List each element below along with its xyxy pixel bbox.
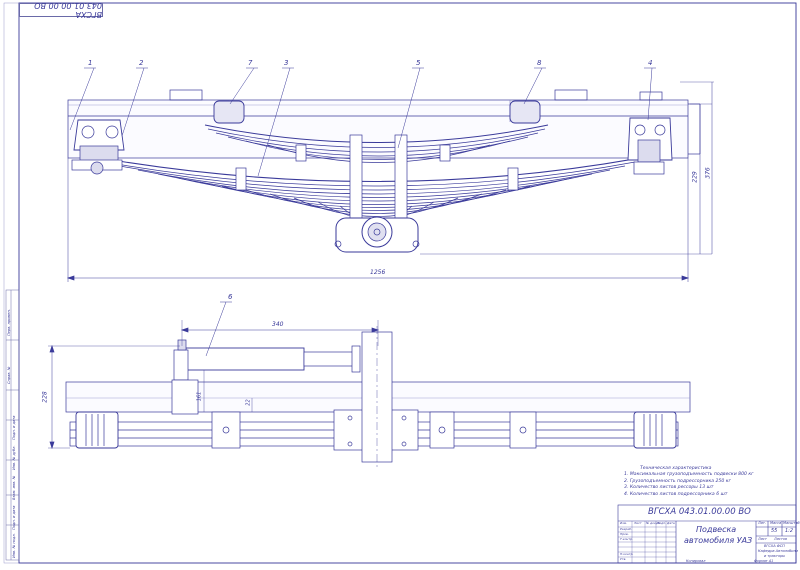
dim-shock-length: 340: [272, 321, 284, 328]
callout-4: 4: [648, 59, 653, 67]
org-line-2: Кафедра Автомобили: [758, 549, 799, 553]
bumper-left: [213, 100, 245, 124]
top-view: [48, 301, 691, 470]
notes-title: Техническая характеристика: [640, 466, 712, 471]
callout-1: 1: [88, 59, 93, 67]
spec-line: 3. Количество листов рессоры 13 шт: [624, 485, 714, 491]
callout-leaders: [69, 67, 656, 177]
callout-7: 7: [248, 59, 253, 67]
role-6: Утв.: [620, 557, 627, 561]
header-scale: Масштаб: [783, 521, 800, 525]
side-label: Перв. примен.: [7, 309, 11, 336]
dim-width: 228: [41, 391, 49, 403]
callout-5: 5: [416, 59, 421, 67]
role-2: Пров.: [620, 532, 629, 536]
title-line-2: автомобиля УАЗ: [684, 536, 753, 545]
row-date: Дата: [667, 521, 675, 525]
sheets-label: Листов: [774, 537, 788, 541]
front-view: [66, 67, 714, 282]
callout-8: 8: [537, 59, 542, 67]
dim-height-b: 376: [704, 167, 712, 179]
spec-line: 1. Максимальная грузоподъемность подвеск…: [624, 472, 754, 478]
row-izm: Изм.: [620, 521, 628, 525]
role-5: Н.контр.: [620, 552, 634, 556]
side-column: [5, 289, 20, 561]
mass-value: 55: [771, 528, 778, 534]
scale-value: 1:2: [785, 528, 794, 534]
org-line-3: и тракторы: [764, 554, 786, 558]
side-label: Подп. и дата: [12, 505, 16, 530]
role-1: Разраб.: [620, 527, 632, 531]
bumper-right: [509, 100, 541, 124]
frame-rail: [67, 99, 689, 159]
callout-6: 6: [228, 293, 233, 301]
side-label: Справ. №: [7, 366, 11, 384]
sheet-label: Лист: [758, 537, 767, 541]
row-sign: Подп.: [657, 521, 667, 525]
rotated-stamp: ВГСХА 043.01.00.00 ВО: [19, 1, 103, 19]
org-line-1: ВГСХА ФСП: [764, 544, 785, 548]
format-label: Формат А1: [754, 559, 774, 563]
header-mass: Масса: [770, 521, 782, 525]
header-lit: Лит.: [758, 521, 767, 525]
dim-a: 161: [196, 391, 203, 402]
inner-frame: [18, 2, 797, 564]
shock-absorber: [185, 347, 305, 371]
callout-2: 2: [139, 59, 144, 67]
title-line-1: Подвеска: [696, 525, 737, 534]
left-bracket: [71, 119, 125, 175]
row-doc: № докум.: [646, 521, 661, 525]
right-bracket: [627, 117, 673, 175]
spec-line: 2. Грузоподъемность подрессорника 250 кг: [624, 478, 731, 484]
dim-length: 1256: [370, 269, 386, 276]
side-label: Взам. инв. №: [12, 475, 16, 500]
side-label: Инв. № дубл.: [12, 445, 16, 470]
side-label: Подп. и дата: [12, 415, 16, 440]
copied-label: Копировал: [686, 559, 706, 563]
role-3: Т.контр.: [620, 537, 634, 541]
dim-height-a: 229: [691, 171, 699, 183]
row-list: Лист: [634, 521, 642, 525]
title-block: [617, 504, 797, 564]
technical-notes: Техническая характеристика 1. Максимальн…: [624, 466, 784, 498]
spec-line: 4. Количество листов подрессорника 6 шт: [624, 491, 728, 497]
side-label: Инв. № подл.: [12, 533, 16, 558]
callout-3: 3: [284, 59, 289, 67]
title-block-code: ВГСХА 043.01.00.00 ВО: [648, 507, 751, 517]
dim-b: 22: [245, 399, 252, 406]
